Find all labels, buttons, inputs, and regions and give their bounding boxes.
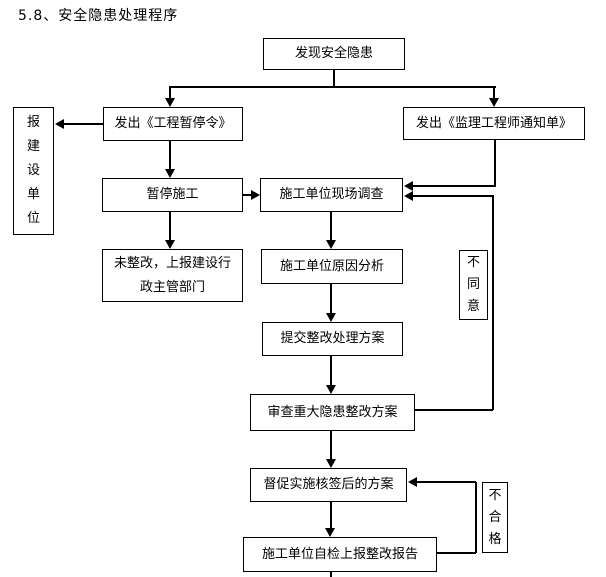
connector-suspend-to-notrectified — [169, 212, 171, 241]
arrowhead-down-icon — [165, 240, 175, 249]
connector-notice-down — [494, 140, 496, 187]
connector-disagree-to-investigation — [413, 195, 494, 197]
arrowhead-down-icon — [165, 98, 175, 107]
label-disagree: 不同意 — [459, 250, 488, 320]
arrowhead-left-icon — [55, 119, 64, 129]
arrowhead-down-icon — [326, 385, 336, 394]
arrowhead-left-icon — [404, 181, 413, 191]
connector-unqualified-up — [475, 482, 477, 553]
node-site-investigation: 施工单位现场调查 — [260, 178, 403, 212]
arrowhead-down-icon — [325, 528, 335, 537]
arrowhead-left-icon — [404, 191, 413, 201]
connector-split-to-suspend-order — [169, 87, 171, 99]
node-review-plan: 审查重大隐患整改方案 — [250, 394, 415, 431]
connector-review-to-supervise — [330, 431, 332, 460]
page-title: 5.8、安全隐患处理程序 — [18, 8, 179, 24]
label-unqualified: 不合格 — [482, 482, 508, 553]
connector-selfcheck-down — [330, 572, 332, 577]
connector-submit-to-review — [330, 356, 332, 386]
connector-supervise-to-selfcheck — [330, 502, 332, 529]
node-self-check-report: 施工单位自检上报整改报告 — [243, 537, 437, 572]
node-supervisor-notice: 发出《监理工程师通知单》 — [403, 107, 585, 140]
connector-unqualified-to-supervise — [416, 481, 476, 483]
arrowhead-down-icon — [165, 169, 175, 178]
node-suspend-construction: 暂停施工 — [102, 178, 243, 212]
node-cause-analysis: 施工单位原因分析 — [261, 249, 403, 284]
connector-investigation-to-analysis — [330, 212, 332, 241]
connector-suspend-to-investigation — [243, 194, 252, 196]
arrowhead-down-icon — [489, 98, 499, 107]
node-submit-plan: 提交整改处理方案 — [262, 322, 403, 356]
connector-notice-to-investigation — [413, 185, 496, 187]
arrowhead-down-icon — [326, 240, 336, 249]
arrowhead-right-icon — [251, 190, 260, 200]
node-supervise-implementation: 督促实施核签后的方案 — [250, 468, 407, 502]
node-not-rectified: 未整改，上报建设行 政主管部门 — [102, 249, 243, 302]
label-disagree-text: 不同意 — [466, 255, 480, 314]
arrowhead-down-icon — [326, 459, 336, 468]
connector-found-stem — [333, 70, 335, 87]
arrowhead-left-icon — [408, 477, 417, 487]
arrowhead-down-icon — [326, 313, 336, 322]
node-report-owner-label: 报建设单位 — [26, 115, 40, 226]
connector-split-to-notice — [493, 87, 495, 99]
connector-order-to-report-owner — [64, 123, 103, 125]
node-report-owner: 报建设单位 — [13, 107, 54, 235]
connector-unqualified-bottom — [437, 552, 476, 554]
connector-analysis-to-submit — [330, 284, 332, 314]
node-suspend-order: 发出《工程暂停令》 — [103, 107, 243, 141]
connector-order-to-suspend — [169, 141, 171, 170]
node-found-hazard: 发现安全隐患 — [263, 38, 405, 70]
connector-disagree-bottom — [415, 409, 493, 411]
connector-found-split — [169, 86, 496, 88]
connector-disagree-up — [492, 196, 494, 410]
label-unqualified-text: 不合格 — [488, 487, 502, 547]
